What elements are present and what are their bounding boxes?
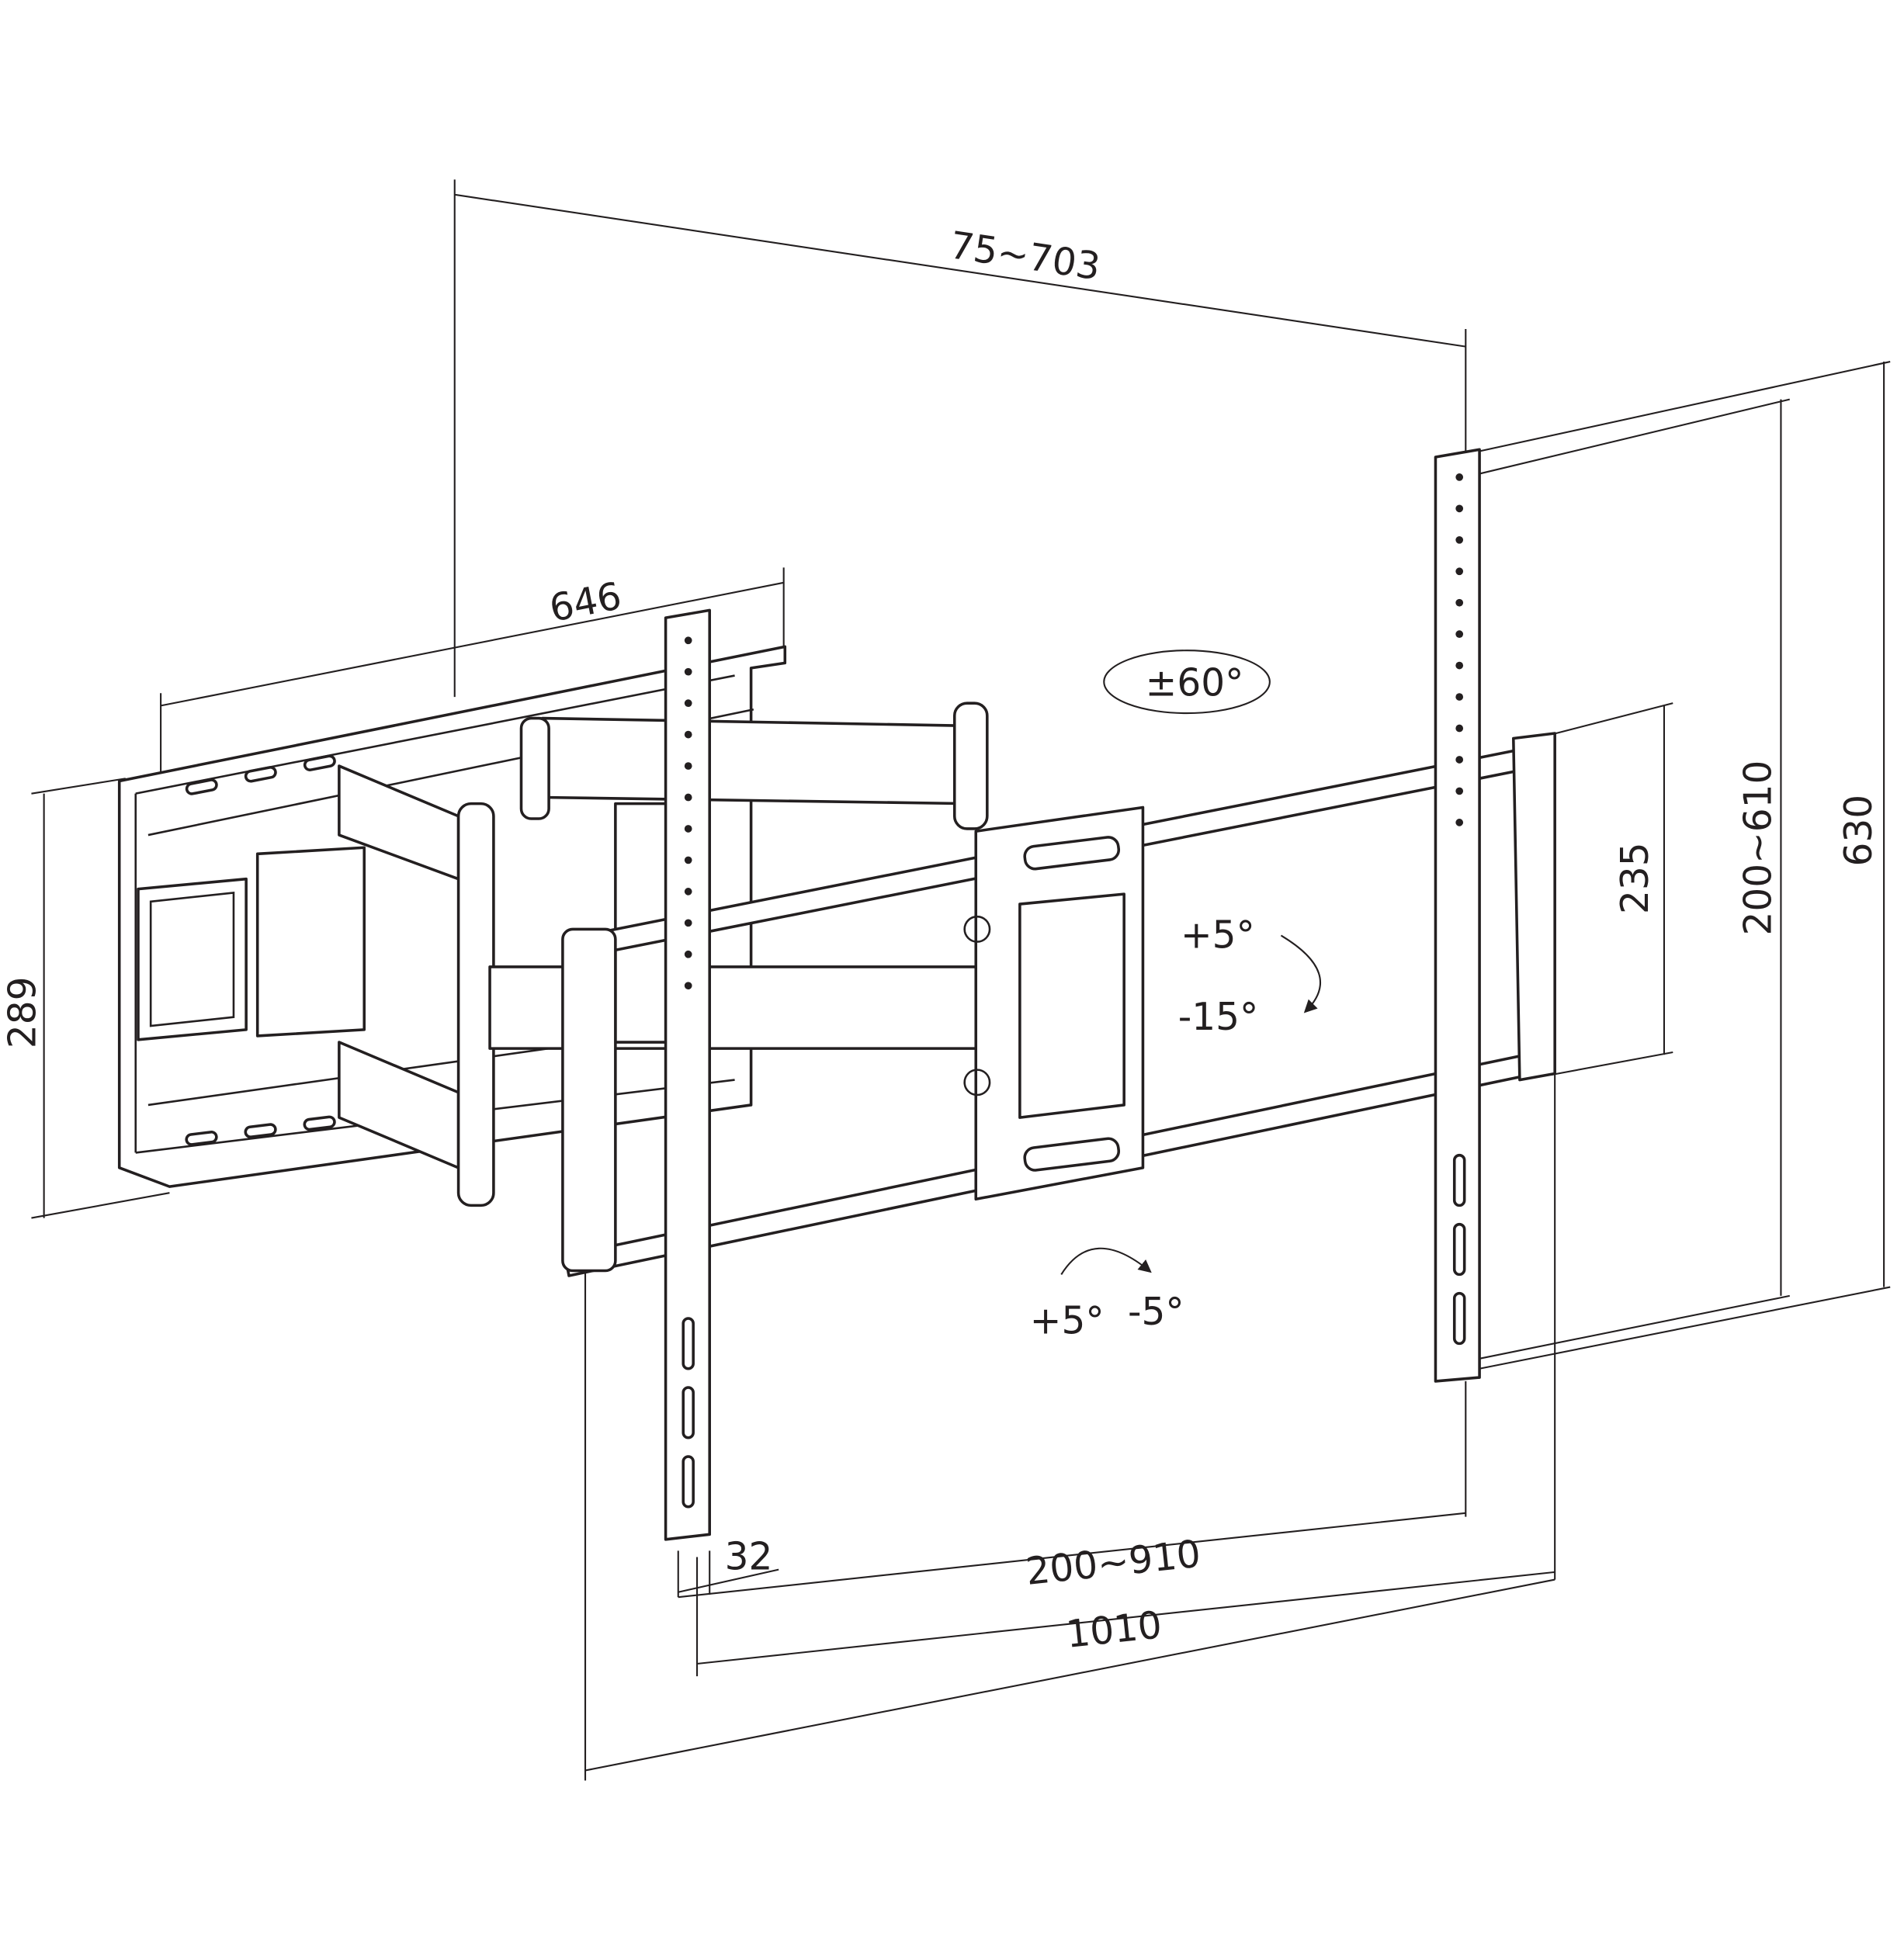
tilt-down-label: -15°: [1178, 996, 1259, 1039]
bracket-holes: [681, 636, 695, 1509]
vertical-bracket-right: [1434, 448, 1481, 1383]
level-plus-label: +5°: [1030, 1299, 1105, 1342]
dim-label-wall-plate-height: 289: [1, 976, 44, 1048]
dim-label-rail-length: 1010: [1064, 1603, 1164, 1657]
bracket-holes: [1452, 473, 1466, 1346]
dim-label-bracket-spacing: 200~910: [1024, 1533, 1203, 1594]
dim-label-rail-spacing: 235: [1614, 842, 1657, 914]
center-plate: [963, 805, 1145, 1201]
dim-label-vesa-width: 75~703: [947, 223, 1103, 289]
swivel-label: ±60°: [1146, 661, 1244, 705]
wall-plate-slots: [185, 754, 336, 1146]
vertical-bracket-left: [664, 608, 711, 1541]
dim-label-wall-plate-width: 646: [546, 574, 626, 631]
motion-arrows: [1060, 650, 1321, 1275]
tilt-up-label: +5°: [1181, 914, 1255, 958]
dim-label-bracket-width: 32: [725, 1536, 773, 1579]
level-minus-label: -5°: [1128, 1290, 1184, 1334]
dim-label-vesa-height: 200~610: [1736, 760, 1780, 936]
dim-label-total-height: 630: [1837, 795, 1881, 867]
dimension-lines: [31, 179, 1891, 1781]
